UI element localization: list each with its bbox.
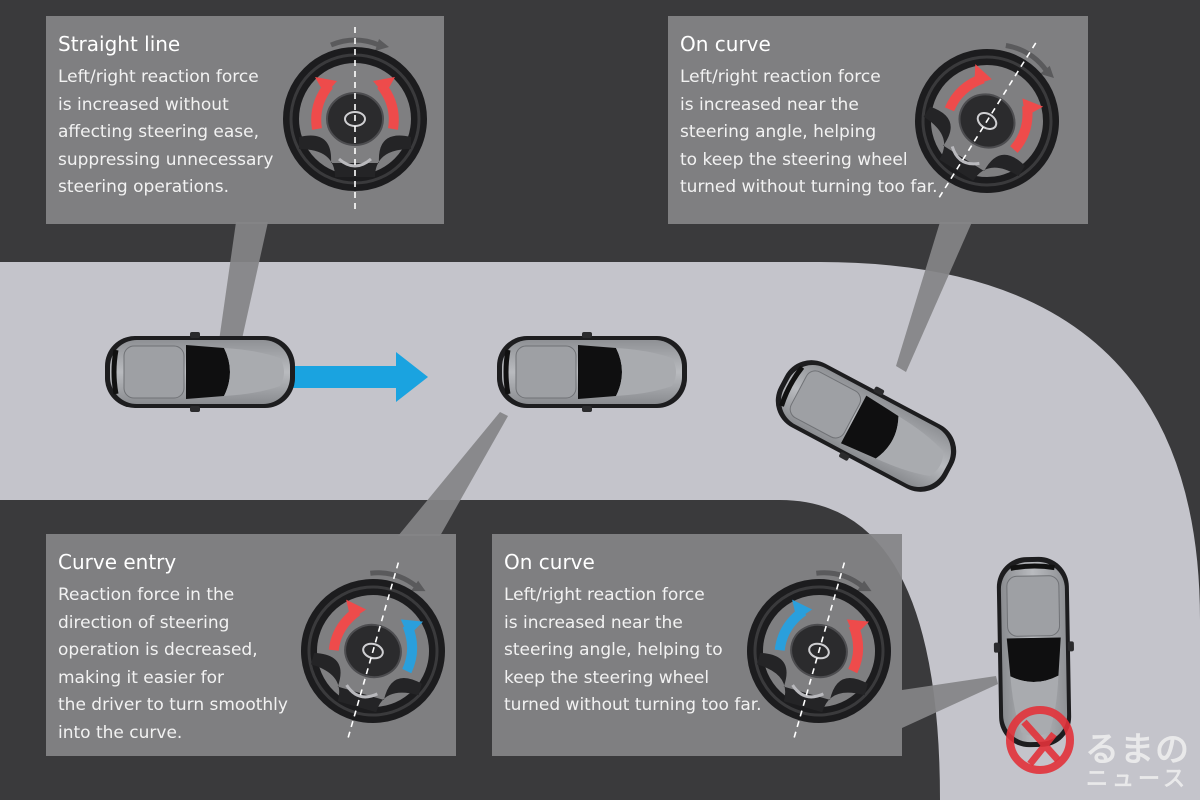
panel-title: On curve — [504, 550, 595, 574]
watermark-text: るまの ニュース — [1085, 732, 1190, 792]
pointer-curve-bottom — [902, 676, 998, 728]
panel-title: Curve entry — [58, 550, 177, 574]
pointer-curve-top — [896, 222, 972, 372]
steering-wheel-straight-icon — [283, 27, 427, 211]
watermark-top-text: るまの — [1085, 730, 1190, 770]
panel-description: Left/right reaction force is increased n… — [504, 585, 762, 715]
panel-description: Left/right reaction force is increased w… — [58, 67, 274, 197]
road — [0, 262, 1200, 800]
panel-description: Left/right reaction force is increased n… — [680, 67, 938, 197]
steering-wheel-curve-bottom-icon — [747, 562, 891, 740]
pointer-curve-entry — [398, 412, 508, 536]
panel-title: Straight line — [58, 32, 181, 56]
pointer-straight — [218, 222, 268, 348]
steering-wheel-curve-top-icon — [915, 42, 1059, 200]
steering-wheel-curve-entry-icon — [301, 562, 445, 740]
direction-arrow-icon — [290, 352, 428, 402]
panel-description: Reaction force in the direction of steer… — [58, 585, 288, 743]
panel-title: On curve — [680, 32, 771, 56]
watermark-bottom-text: ニュース — [1086, 767, 1189, 792]
